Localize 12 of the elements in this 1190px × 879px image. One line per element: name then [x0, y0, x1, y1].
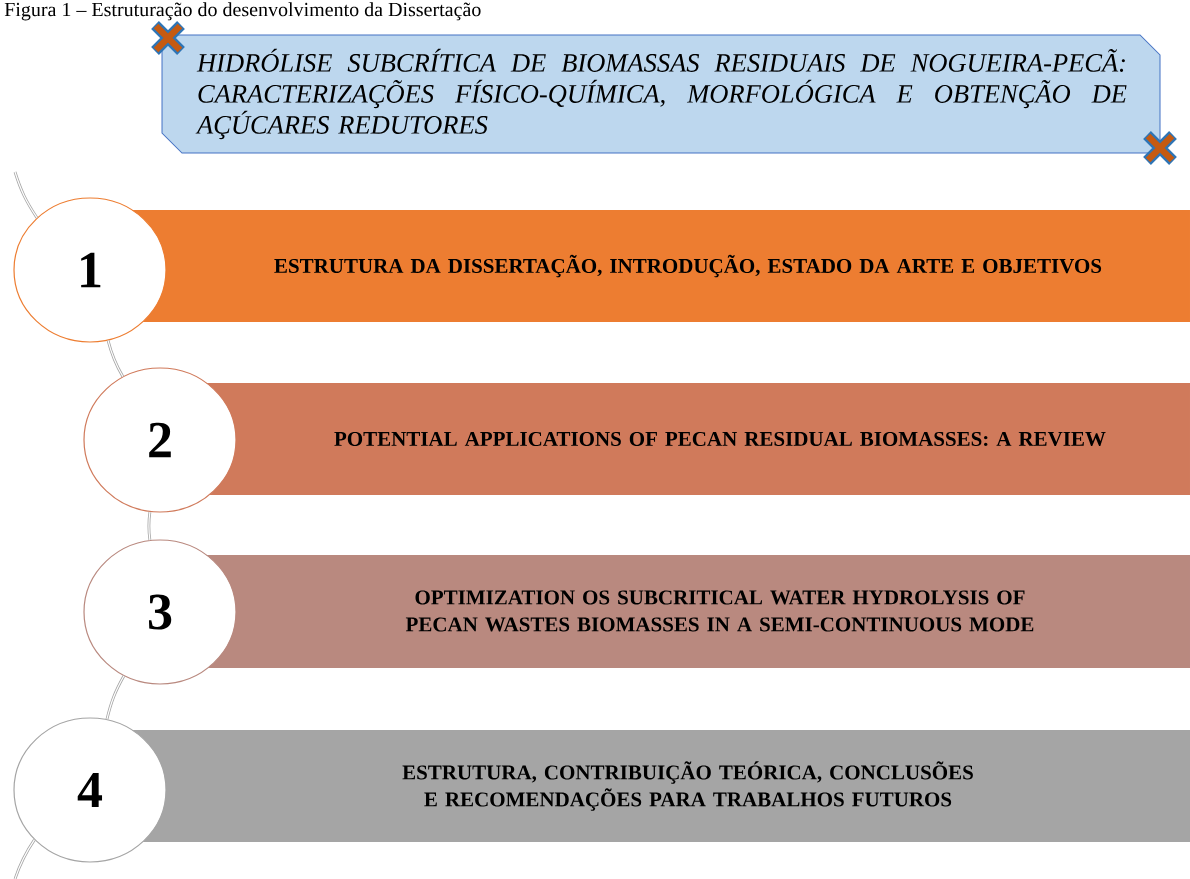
connector-curve: [105, 675, 126, 720]
connector-curve: [147, 511, 152, 541]
chapter-bar: OPTIMIZATION OS SUBCRITICAL WATER HYDROLYSIS OF PECAN WASTES BIOMASSES IN A SEMI-CONTINUOUS MODE: [200, 555, 1190, 668]
connector-curve: [13, 839, 36, 879]
connector-curve: [106, 339, 124, 378]
chapter-bar: ESTRUTURA, CONTRIBUIÇÃO TEÓRICA, CONCLUSÕES E RECOMENDAÇÕES PARA TRABALHOS FUTUROS: [130, 730, 1190, 842]
chapter-bar: ESTRUTURA DA DISSERTAÇÃO, INTRODUÇÃO, ESTADO DA ARTE E OBJETIVOS: [130, 210, 1190, 322]
title-banner: HIDRÓLISE SUBCRÍTICA DE BIOMASSAS RESIDUAIS DE NOGUEIRA-PECÃ: CARACTERIZAÇÕES FÍSICO-QUÍMICA, MORFOLÓGICA E OBTENÇÃO DE AÇÚCARES REDUTORES: [161, 34, 1161, 154]
node-label: 4: [77, 772, 103, 808]
connector-curve: [13, 171, 39, 219]
chapter-bar: POTENTIAL APPLICATIONS OF PECAN RESIDUAL BIOMASSES: A REVIEW: [200, 383, 1190, 495]
figure-caption: Figura 1 – Estruturação do desenvolvimento da Dissertação: [4, 2, 481, 21]
